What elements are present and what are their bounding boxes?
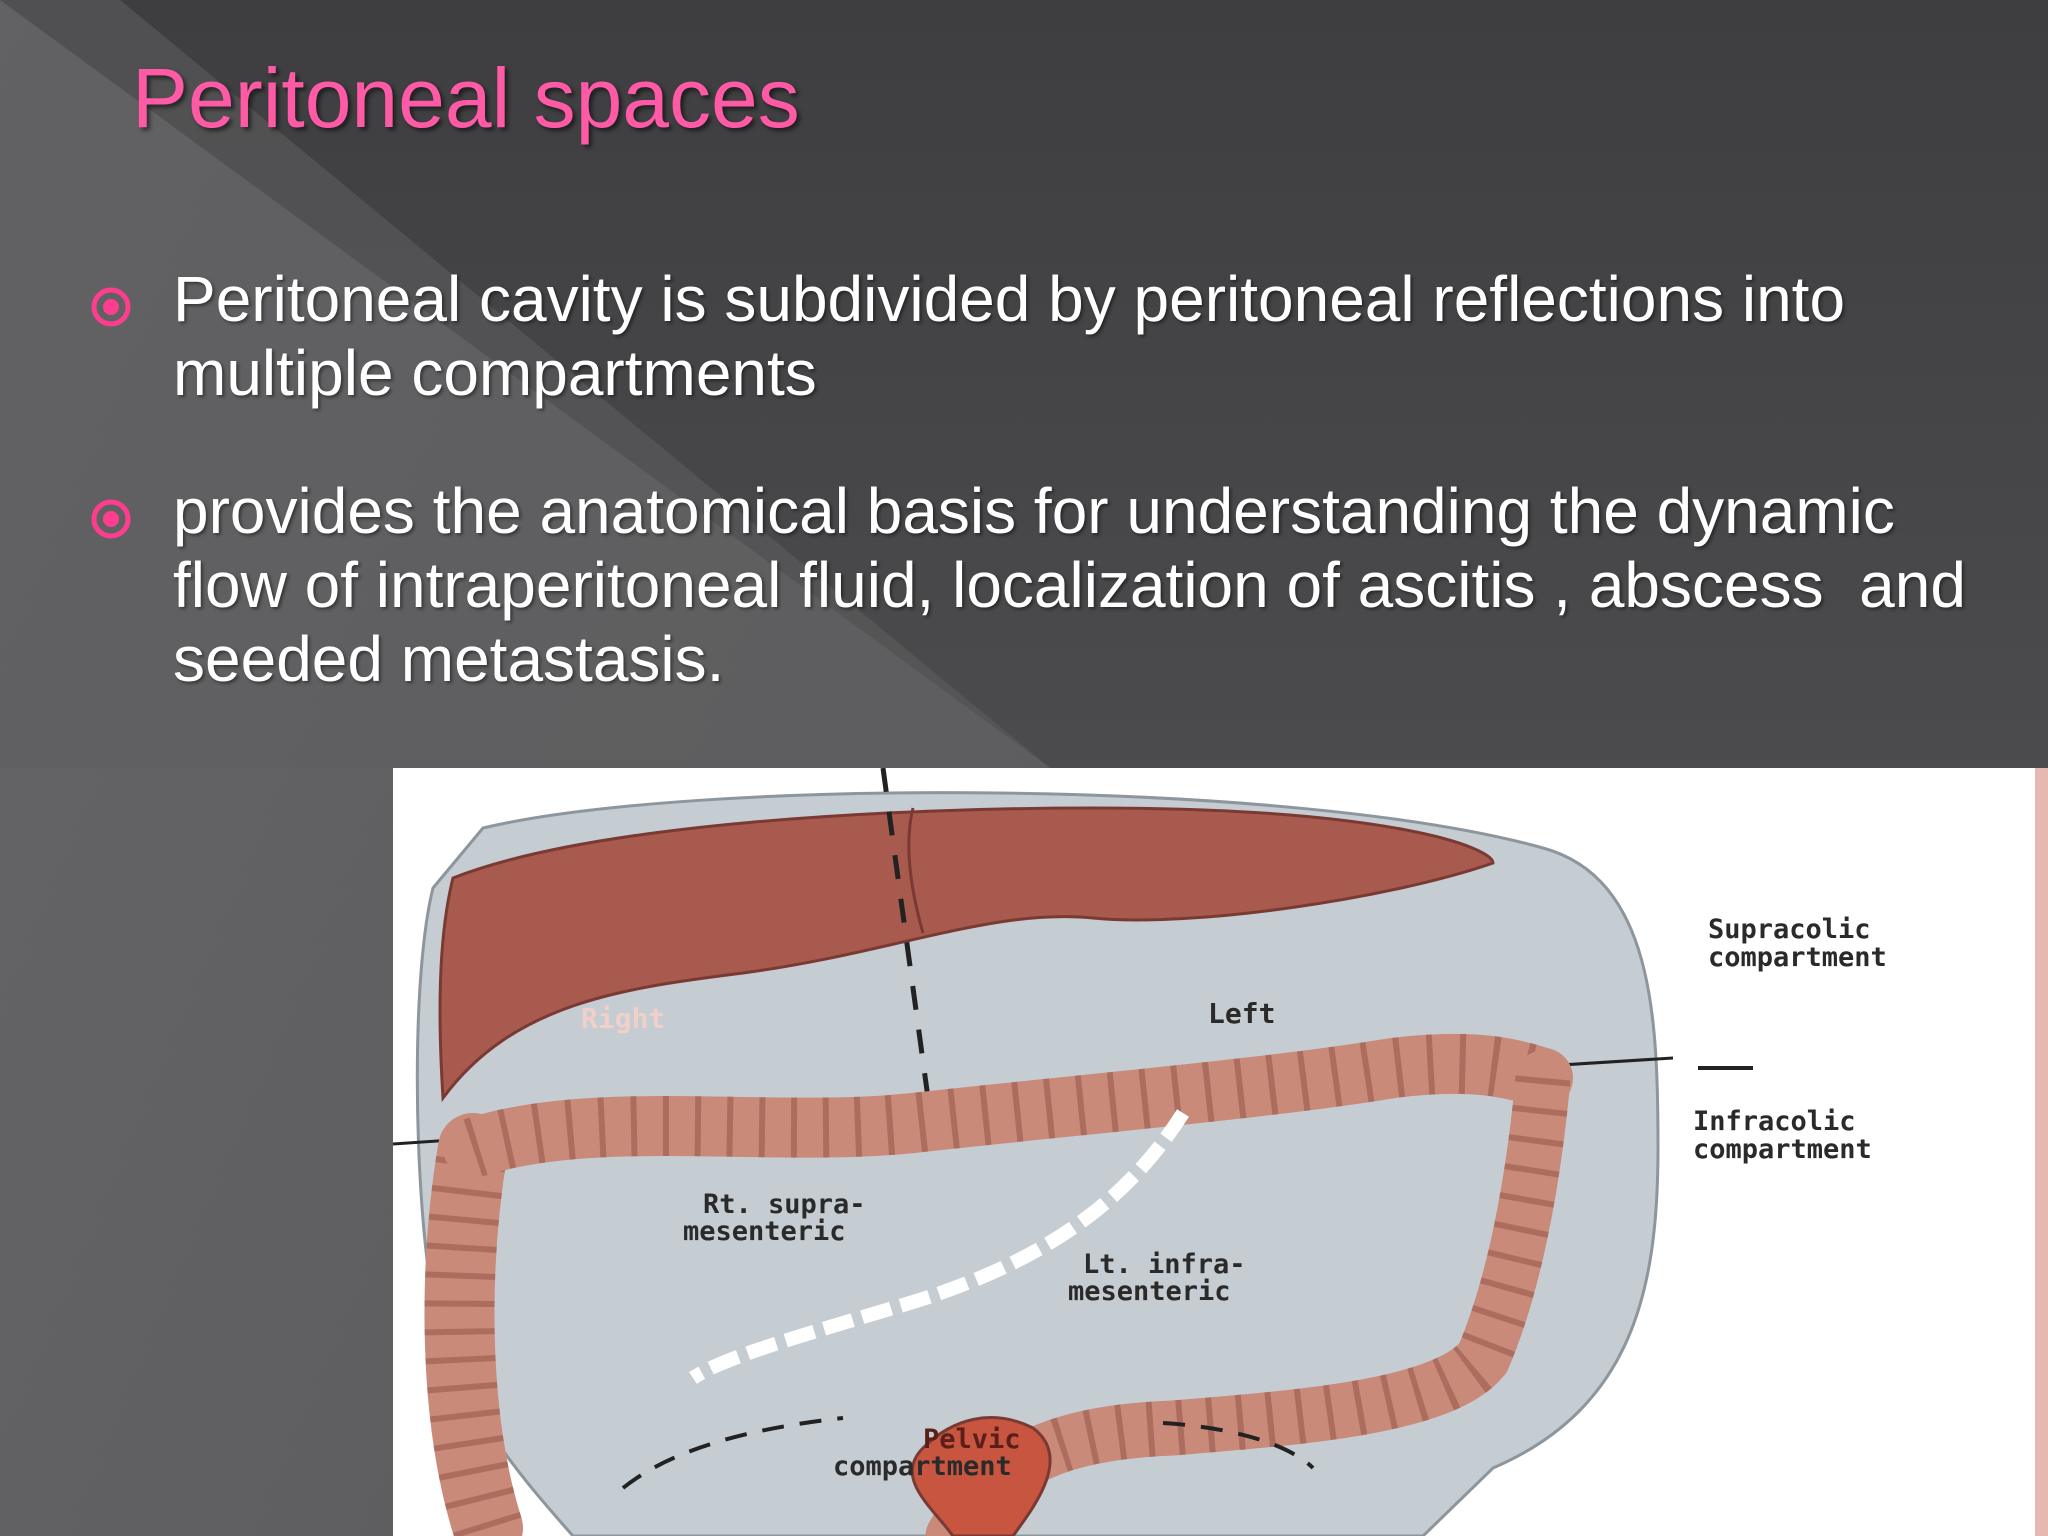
peritoneal-spaces-diagram: Right Left Supracolic compartment Infrac… bbox=[393, 768, 2035, 1536]
bullet-marker-icon bbox=[91, 287, 131, 327]
anatomy-illustration: Right Left Supracolic compartment Infrac… bbox=[393, 768, 1887, 1536]
ascending-colon bbox=[424, 1113, 523, 1536]
mesentery-root bbox=[689, 1109, 1189, 1384]
transverse-colon bbox=[443, 1033, 1573, 1178]
bullet-text: Peritoneal cavity is subdivided by perit… bbox=[173, 263, 1863, 409]
label-pelvic-1: Pelvic bbox=[923, 1424, 1021, 1455]
bullet-list: Peritoneal cavity is subdivided by perit… bbox=[90, 262, 1990, 760]
label-supracolic-1: Supracolic bbox=[1708, 914, 1871, 945]
figure-right-edge bbox=[2035, 768, 2048, 1536]
label-rt-supramesenteric-2: mesenteric bbox=[683, 1216, 846, 1247]
label-rt-supramesenteric-1: Rt. supra- bbox=[703, 1189, 866, 1220]
label-supracolic-2: compartment bbox=[1708, 942, 1887, 973]
midline-dashed bbox=[880, 768, 931, 1099]
label-left: Left bbox=[1208, 997, 1275, 1030]
label-right: Right bbox=[581, 1002, 665, 1035]
rectum bbox=[910, 1416, 1052, 1536]
pelvic-boundary bbox=[621, 1416, 844, 1490]
bullet-text: provides the anatomical basis for unders… bbox=[173, 475, 2002, 695]
label-lt-inframesenteric-1: Lt. infra- bbox=[1083, 1249, 1246, 1280]
label-lt-inframesenteric-2: mesenteric bbox=[1068, 1276, 1231, 1307]
peritoneal-cavity bbox=[415, 791, 1660, 1536]
bullet-item: Peritoneal cavity is subdivided by perit… bbox=[90, 262, 1990, 410]
liver bbox=[438, 806, 1495, 1103]
label-pelvic-2: compartment bbox=[833, 1451, 1012, 1482]
slide-title: Peritoneal spaces bbox=[132, 51, 800, 145]
bullet-item: provides the anatomical basis for unders… bbox=[90, 474, 1990, 696]
bullet-marker-icon bbox=[91, 499, 131, 539]
label-infracolic-1: Infracolic bbox=[1693, 1106, 1856, 1137]
label-infracolic-2: compartment bbox=[1693, 1134, 1872, 1165]
